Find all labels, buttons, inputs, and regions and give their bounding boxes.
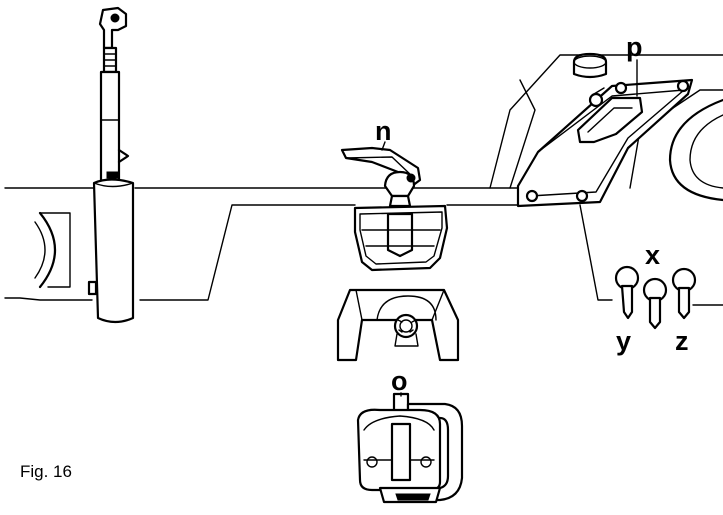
hitch-clevis-icon — [356, 392, 464, 504]
label-z: z — [675, 326, 689, 356]
label-n: n — [375, 116, 392, 146]
pickup-hitch-jaw-icon — [340, 146, 449, 272]
figure-caption: Fig. 16 — [20, 462, 72, 481]
label-y: y — [616, 326, 631, 356]
leader-n — [381, 141, 386, 151]
control-levers-icon — [614, 265, 697, 330]
label-o: o — [391, 366, 408, 396]
hydraulic-lift-rod-icon — [87, 6, 135, 324]
tractor-rear-bracket-icon — [516, 52, 694, 208]
label-p: p — [626, 32, 643, 62]
label-x: x — [645, 240, 660, 270]
pto-shaft-shield-icon — [336, 288, 460, 362]
